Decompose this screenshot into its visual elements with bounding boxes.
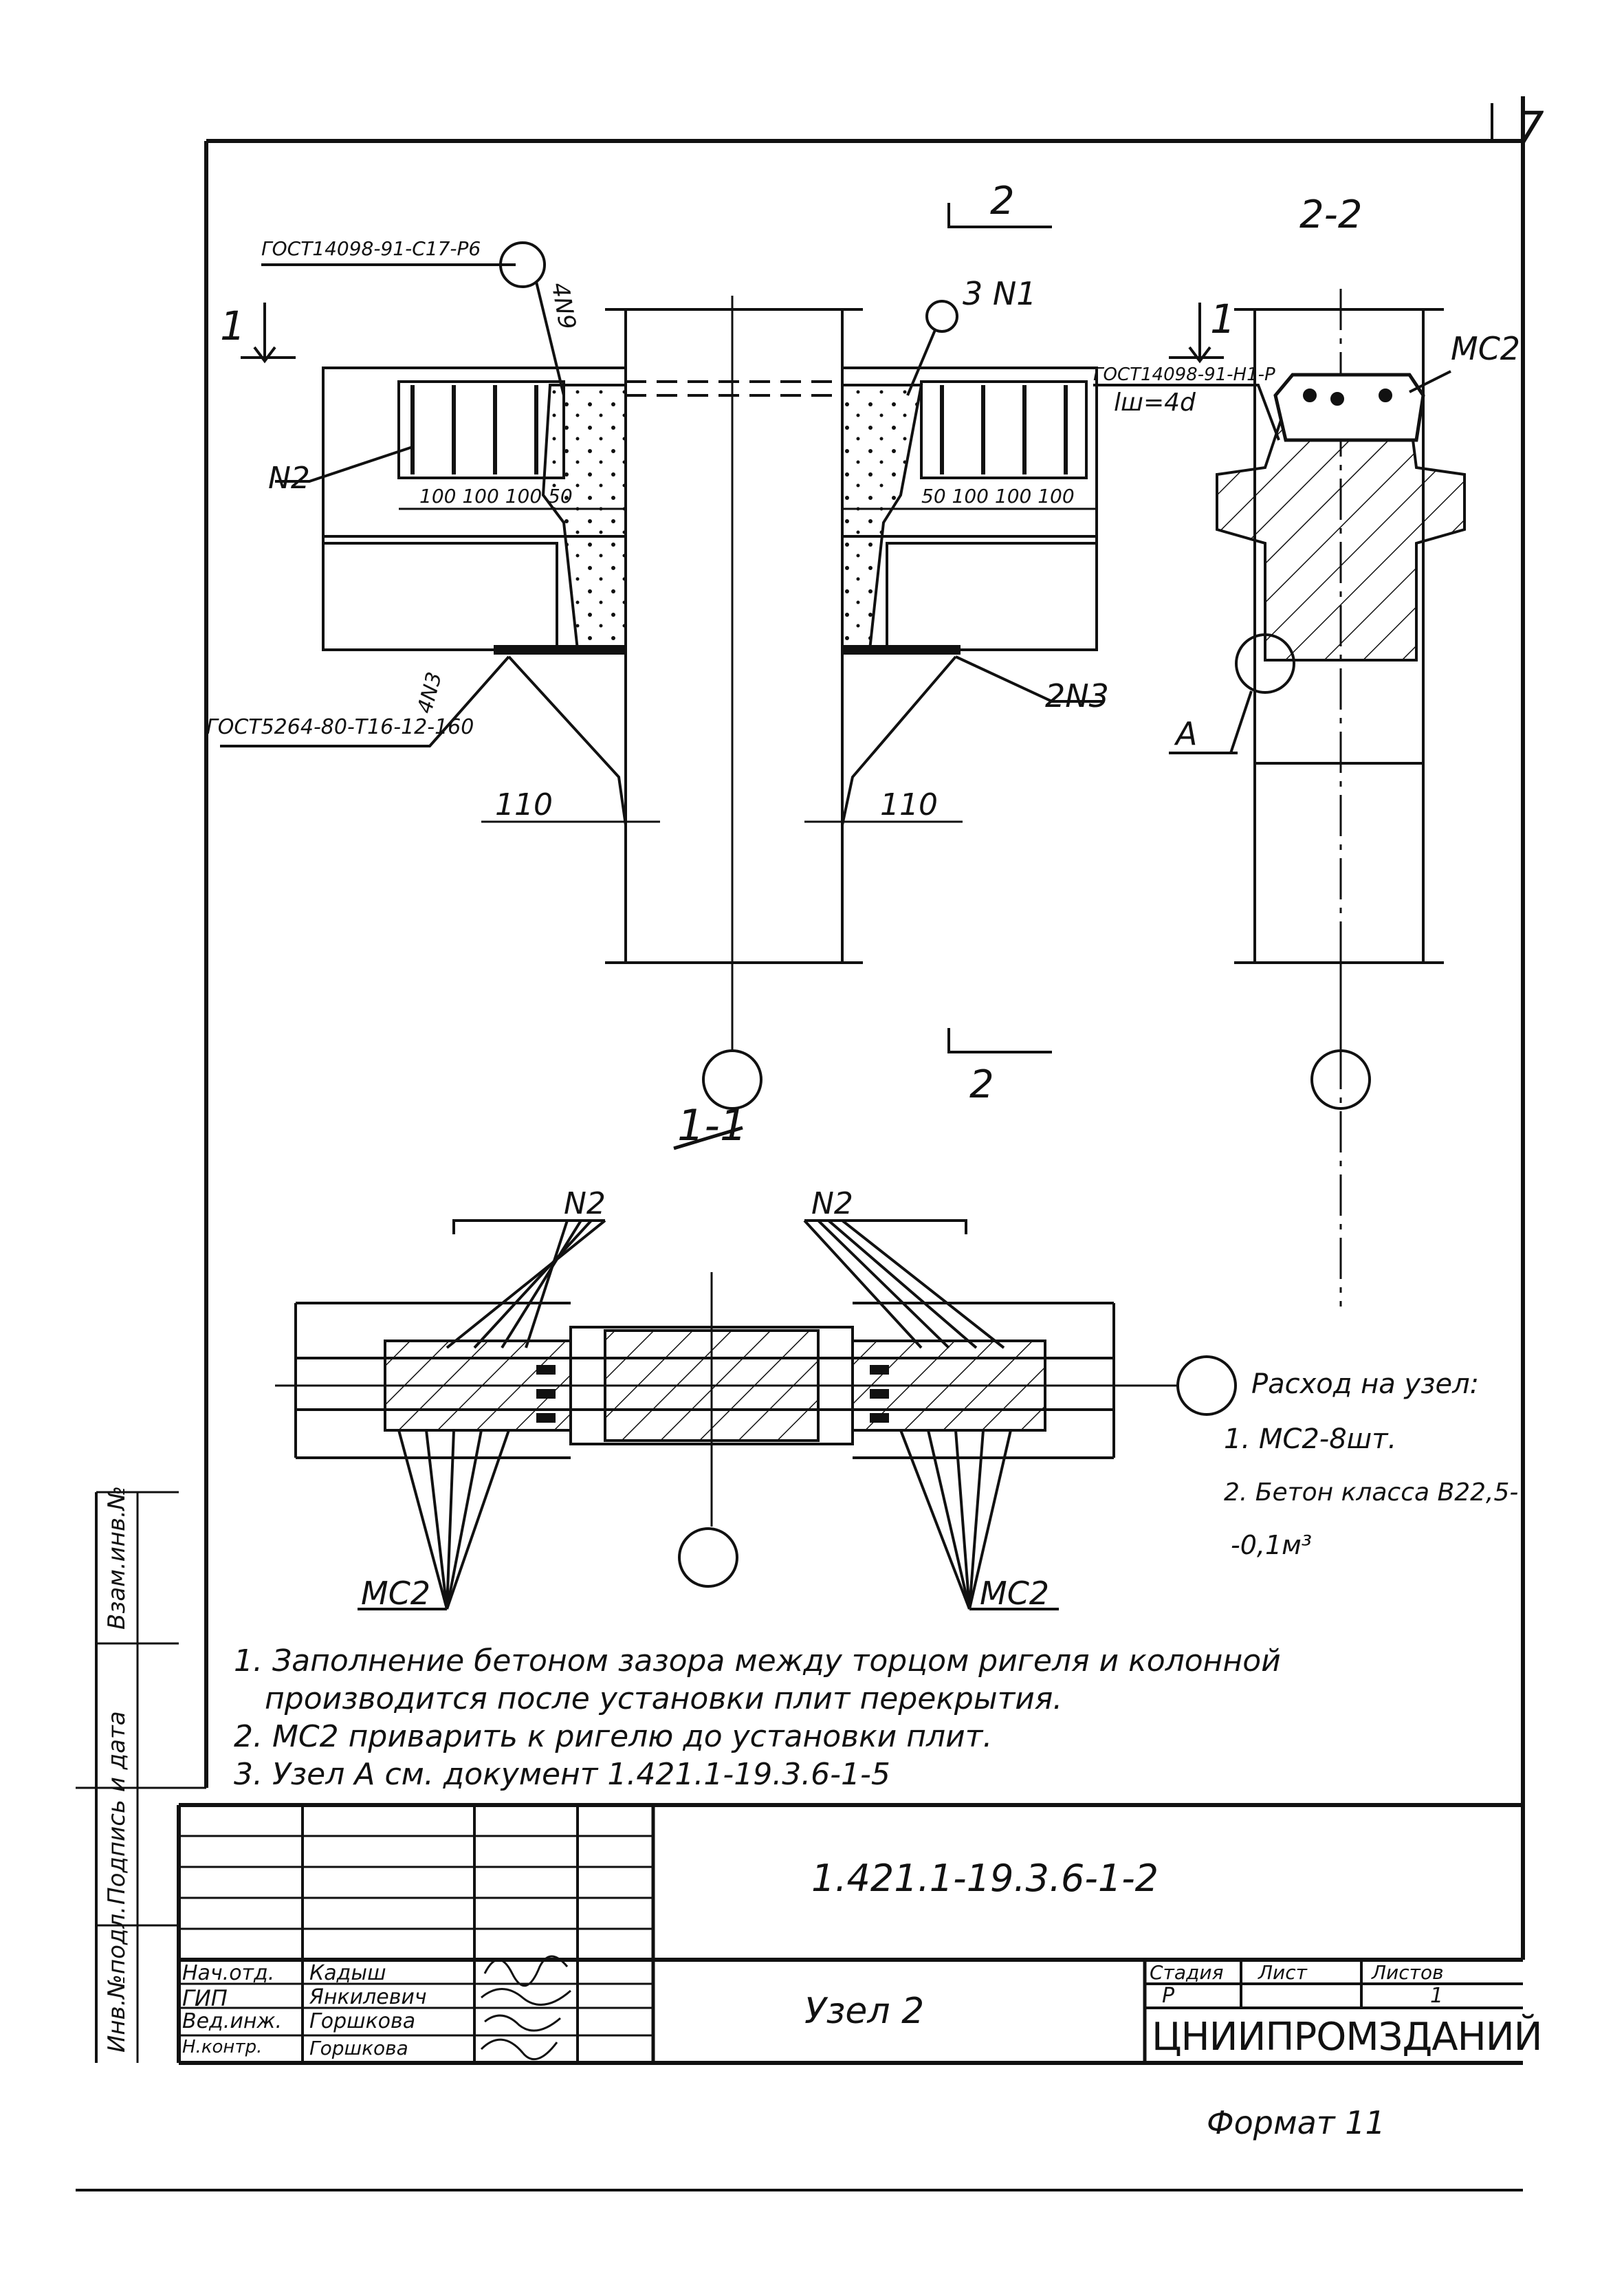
section-1-1 xyxy=(220,203,1104,1110)
sig-role-4: Н.контр. xyxy=(182,2037,263,2057)
section-1-1-title: 1-1 xyxy=(677,1100,747,1150)
callout-top-right: 3 N1 xyxy=(963,275,1037,312)
sheets-header: Листов xyxy=(1372,1961,1444,1984)
cut-mark-2-top: 2 xyxy=(990,179,1015,223)
signature-marks xyxy=(480,1955,571,2060)
gost-bottom-label: ГОСТ5264-80-Т16-12-160 xyxy=(206,715,474,739)
drawing-name: Узел 2 xyxy=(804,1991,925,2032)
format-label: Формат 11 xyxy=(1207,2104,1385,2141)
consumption-title: Расход на узел: xyxy=(1251,1368,1480,1400)
sheet-frame xyxy=(76,96,1525,1960)
dim-110-left: 110 xyxy=(495,787,553,822)
sig-name-4: Горшкова xyxy=(309,2037,408,2059)
section-2-2 xyxy=(1093,289,1466,1307)
gost-2-2-label: ГОСТ14098-91-Н1-Р xyxy=(1093,364,1275,385)
note-3: 3. Узел А см. документ 1.421.1-19.3.6-1-… xyxy=(234,1757,890,1792)
cut-mark-2-bottom: 2 xyxy=(969,1062,994,1107)
node-a-label: А xyxy=(1176,715,1198,752)
note-1-cont: производится после установки плит перекр… xyxy=(265,1681,1063,1716)
dim-110-right: 110 xyxy=(880,787,938,822)
note-1: 1. Заполнение бетоном зазора между торцо… xyxy=(234,1643,1281,1679)
section-2-2-title: 2-2 xyxy=(1299,193,1363,237)
sig-name-1: Кадыш xyxy=(309,1961,386,1985)
sheet-header: Лист xyxy=(1258,1961,1307,1984)
weld-length-label: lш=4d xyxy=(1114,389,1196,417)
sig-role-1: Нач.отд. xyxy=(182,1961,275,1985)
consumption-item-2-cont: -0,1м³ xyxy=(1231,1530,1313,1560)
cut-mark-1-right: 1 xyxy=(1210,296,1236,342)
title-block-lines xyxy=(95,1491,1523,2065)
organization-name: ЦНИИПРОМЗДАНИЙ xyxy=(1152,2015,1542,2059)
consumption-item-2: 2. Бетон класса В22,5- xyxy=(1224,1478,1519,1507)
dim-right-spacings: 50 100 100 100 xyxy=(921,485,1075,507)
stage-value: Р xyxy=(1162,1984,1175,2008)
sheet-value: 1 xyxy=(1430,1984,1444,2008)
stage-header: Стадия xyxy=(1150,1961,1224,1984)
side-stamp-replace-inv: Взам.инв.№ xyxy=(103,1485,131,1630)
dim-left-spacings: 100 100 100 50 xyxy=(419,485,573,507)
callout-n2-label: N2 xyxy=(268,461,310,496)
sig-name-2: Янкилевич xyxy=(309,1985,427,2009)
note-2: 2. МС2 приварить к ригелю до установки п… xyxy=(234,1719,993,1754)
cut-mark-1-left: 1 xyxy=(220,303,245,349)
plan-n2-right: N2 xyxy=(811,1186,853,1221)
plan-mc2-left: МС2 xyxy=(361,1575,431,1612)
gost-top-label: ГОСТ14098-91-С17-Р6 xyxy=(261,237,481,260)
side-stamp-inv-no: Инв.№подл. xyxy=(103,1906,131,2053)
plan-view xyxy=(275,1219,1237,1610)
callout-bottom-right: 2N3 xyxy=(1045,677,1109,714)
doc-code: 1.421.1-19.3.6-1-2 xyxy=(811,1857,1159,1900)
plan-n2-left: N2 xyxy=(564,1186,606,1221)
sig-role-2: ГИП xyxy=(182,1985,228,2011)
sig-name-3: Горшкова xyxy=(309,2009,416,2033)
plan-mc2-right: МС2 xyxy=(980,1575,1050,1612)
side-stamp-sign-date: Подпись и дата xyxy=(103,1711,131,1905)
consumption-item-1: 1. МС2-8шт. xyxy=(1224,1423,1397,1455)
sheet-number: 7 xyxy=(1516,103,1544,154)
sig-role-3: Вед.инж. xyxy=(182,2009,282,2033)
mc2-label-2-2: МС2 xyxy=(1451,330,1521,367)
